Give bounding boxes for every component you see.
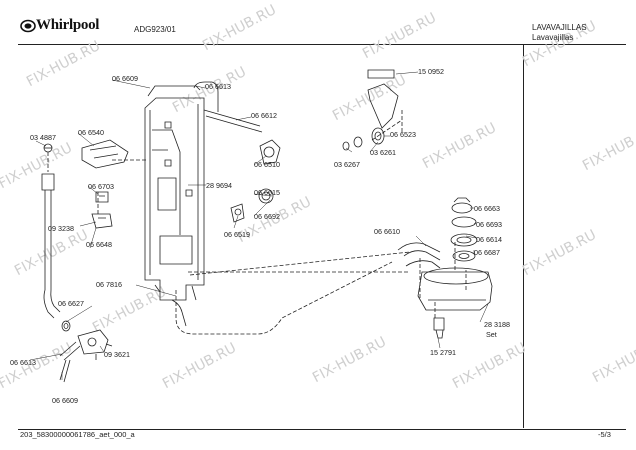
pipe-066612 bbox=[203, 109, 263, 133]
ring-066615 bbox=[258, 188, 274, 204]
assembly-guide-lines bbox=[47, 110, 467, 335]
lever-150952 bbox=[367, 83, 399, 129]
part-label: 28 3188 bbox=[484, 320, 510, 329]
part-label: 06 6609 bbox=[52, 396, 78, 405]
part-label: 06 6693 bbox=[476, 220, 502, 229]
part-label: 06 6692 bbox=[254, 212, 280, 221]
part-label: 06 6612 bbox=[251, 111, 277, 120]
pipe-066609 bbox=[147, 85, 201, 97]
part-label: 28 9694 bbox=[206, 181, 232, 190]
part-label: 06 6609 bbox=[112, 74, 138, 83]
part-label: 09 3621 bbox=[104, 350, 130, 359]
whirlpool-logo: Whirlpool bbox=[20, 17, 106, 37]
rinse-aid-dispenser bbox=[81, 139, 129, 169]
part-label: 06 6615 bbox=[254, 188, 280, 197]
document-id: 203_58300000061786_aet_000_a bbox=[20, 430, 135, 439]
hose-066609 bbox=[59, 359, 71, 383]
page-number: -5/3 bbox=[598, 430, 611, 439]
cover-150952 bbox=[367, 69, 395, 79]
whirlpool-swirl-icon bbox=[20, 19, 36, 33]
part-label: 06 6613 bbox=[205, 82, 231, 91]
part-label: 06 6703 bbox=[88, 182, 114, 191]
part-label: 03 6261 bbox=[370, 148, 396, 157]
part-label: 06 6510 bbox=[254, 160, 280, 169]
circulation-pump-283188 bbox=[417, 267, 493, 311]
part-label: 03 4887 bbox=[30, 133, 56, 142]
model-number: ADG923/01 bbox=[134, 25, 176, 34]
hose-066613 bbox=[59, 341, 81, 361]
drawing-frame bbox=[18, 44, 626, 430]
part-label: 06 6613 bbox=[10, 358, 36, 367]
part-label: 06 6663 bbox=[474, 204, 500, 213]
part-label: 15 0952 bbox=[418, 67, 444, 76]
valve-066510 bbox=[259, 139, 281, 165]
clip-066648 bbox=[91, 213, 113, 229]
clip-066703 bbox=[95, 191, 109, 203]
frame-divider bbox=[523, 44, 524, 428]
part-label: 06 6519 bbox=[224, 230, 250, 239]
part-label: 06 6610 bbox=[374, 227, 400, 236]
pipes-066610 bbox=[397, 242, 441, 269]
part-label: 06 6540 bbox=[78, 128, 104, 137]
water-distributor bbox=[144, 97, 205, 301]
tube-067816 bbox=[171, 299, 187, 327]
motor-152791 bbox=[433, 317, 445, 339]
fill-hose-034887 bbox=[41, 143, 61, 319]
part-label: 06 6687 bbox=[474, 248, 500, 257]
part-label: 03 6267 bbox=[334, 160, 360, 169]
washer-066627 bbox=[61, 320, 71, 332]
category-subtitle: Lavavajillas bbox=[532, 33, 574, 42]
category-title: LAVAVAJILLAS bbox=[532, 23, 587, 32]
part-label: 06 6614 bbox=[476, 235, 502, 244]
pipe-066613 bbox=[193, 81, 219, 112]
brand-name: Whirlpool bbox=[36, 17, 100, 33]
part-label: 09 3238 bbox=[48, 224, 74, 233]
part-label: 15 2791 bbox=[430, 348, 456, 357]
part-label: 06 6648 bbox=[86, 240, 112, 249]
part-label: 06 6523 bbox=[390, 130, 416, 139]
part-label: 06 6627 bbox=[58, 299, 84, 308]
clip-066519 bbox=[230, 203, 245, 223]
part-label: Set bbox=[486, 330, 497, 339]
leader-lines bbox=[29, 71, 489, 380]
aqua-valve-093621 bbox=[77, 329, 113, 360]
seal-036267 bbox=[342, 136, 363, 151]
part-label: 06 7816 bbox=[96, 280, 122, 289]
